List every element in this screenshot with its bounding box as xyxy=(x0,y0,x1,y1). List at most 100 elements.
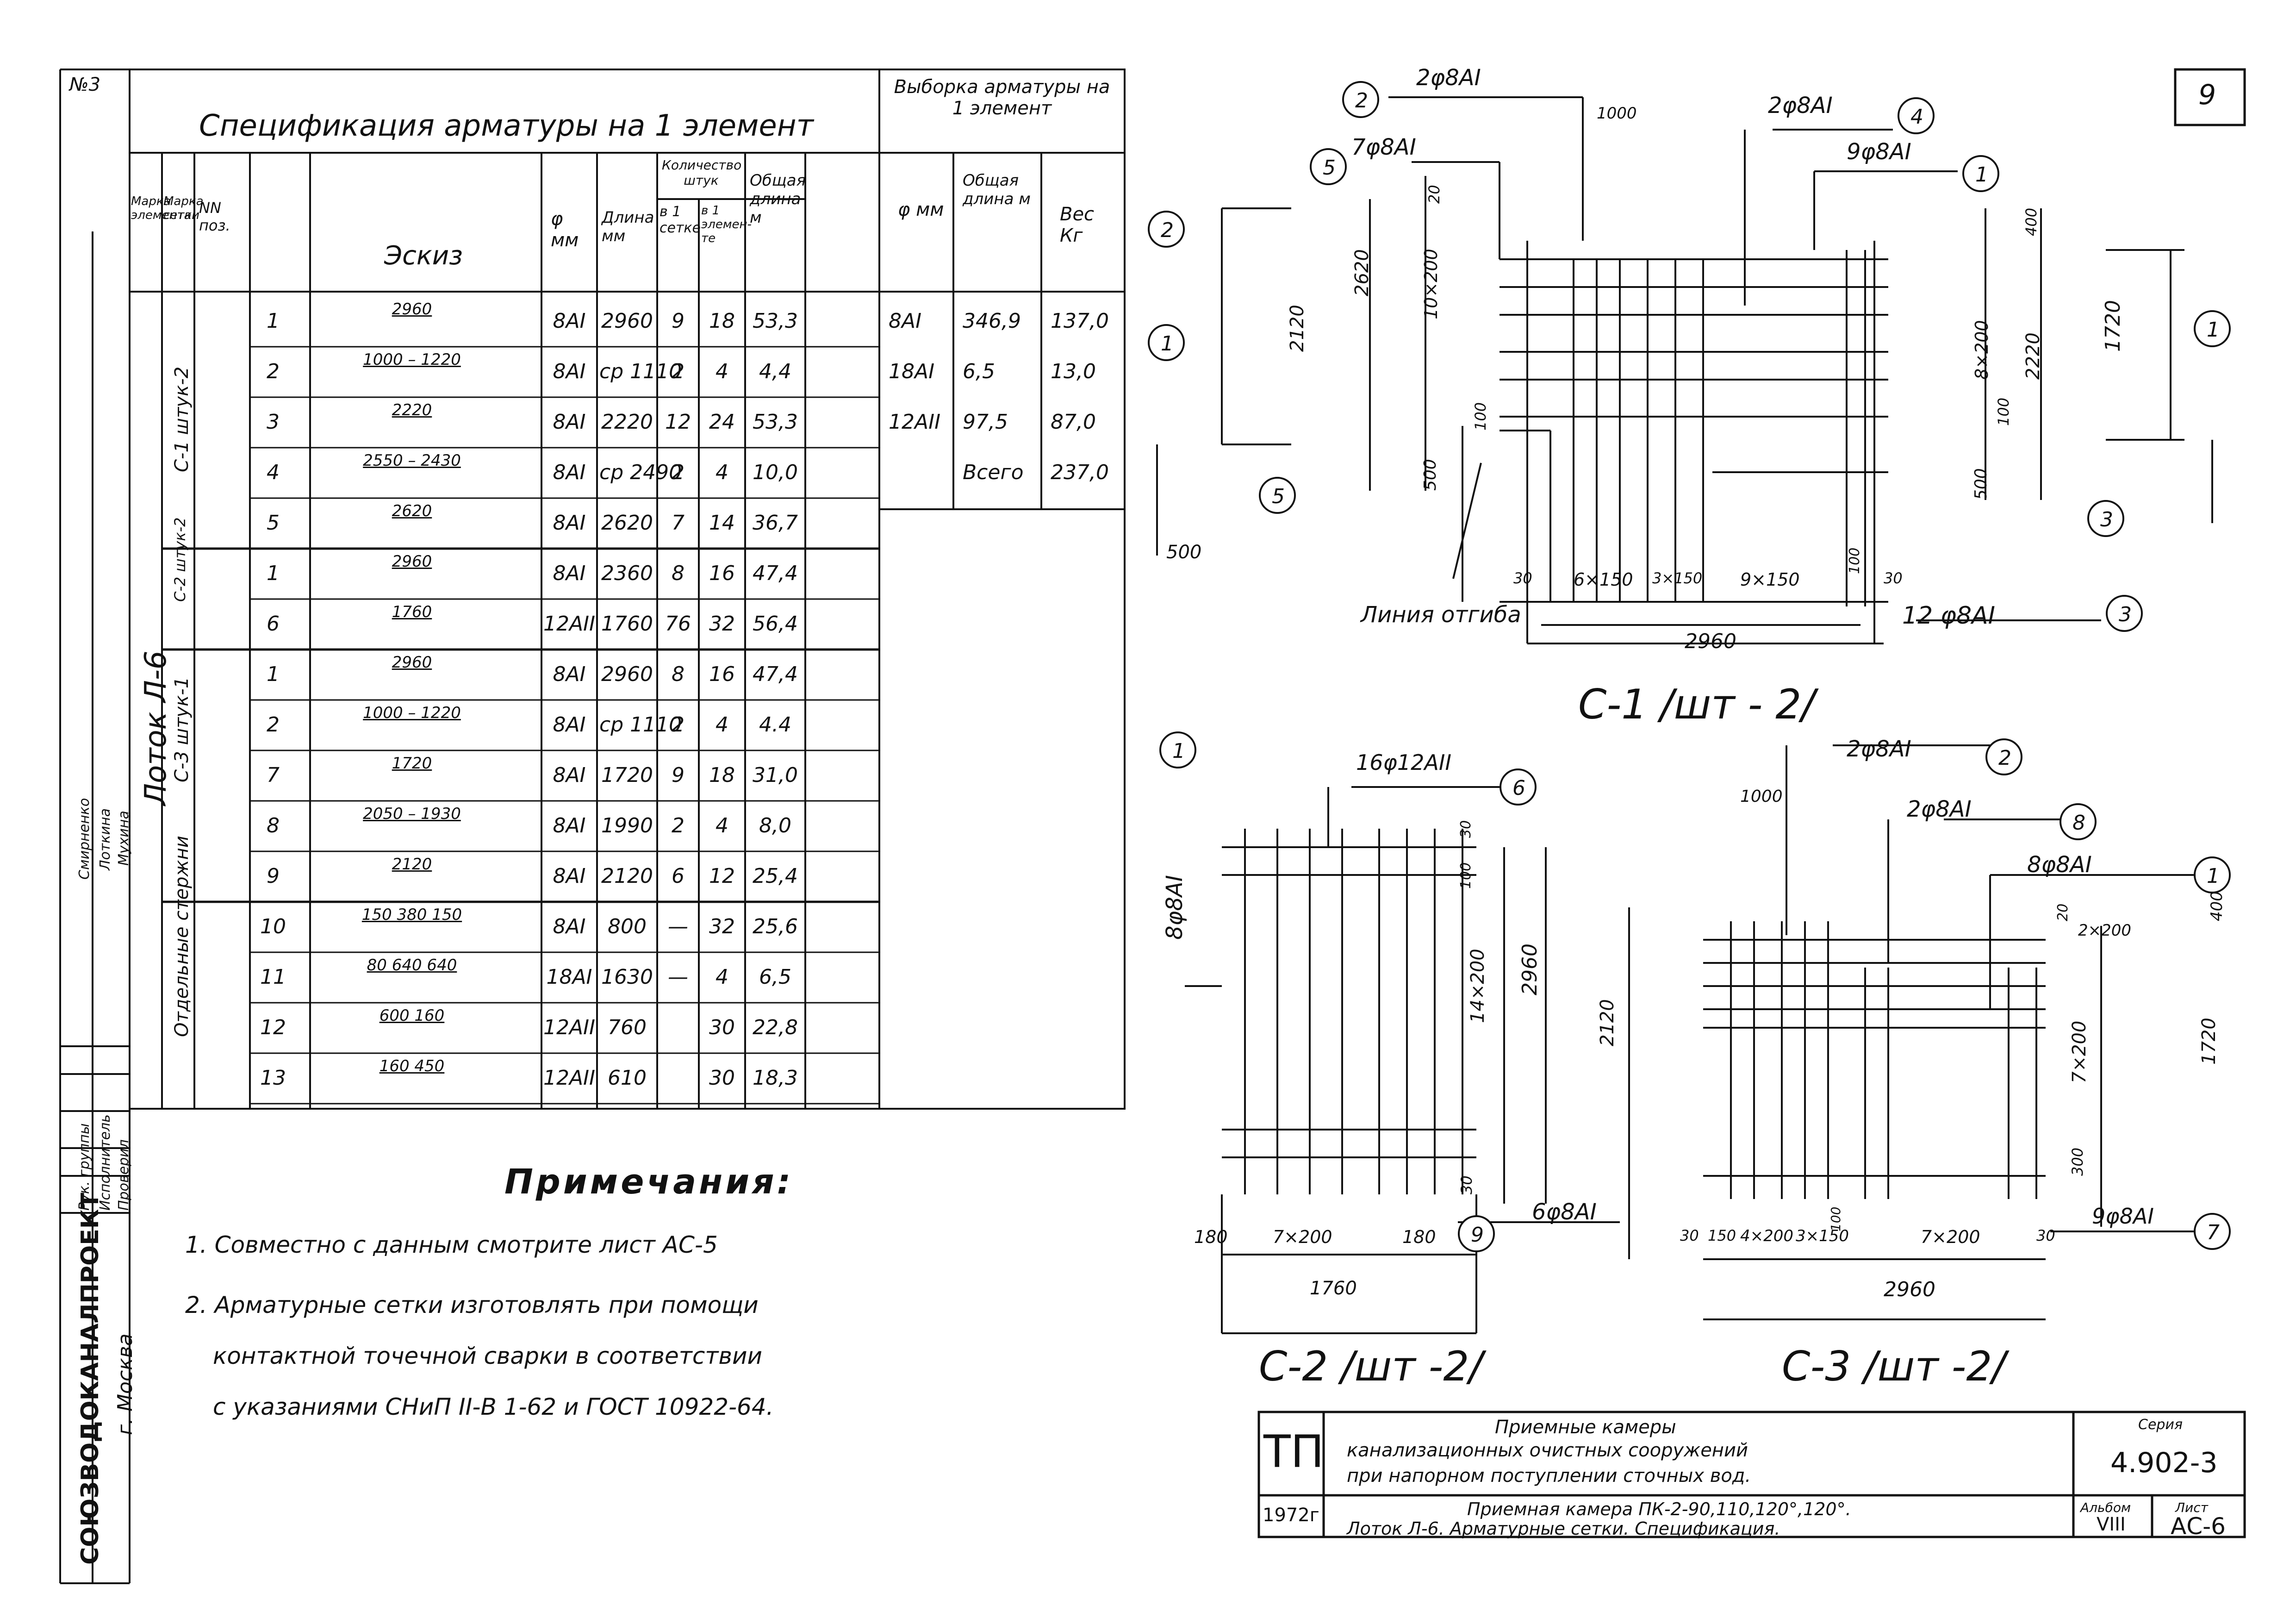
spec-cell-pos: 2 xyxy=(267,360,280,383)
selection-title: Выборка арматуры на 1 элемент xyxy=(894,76,1110,119)
stamp-album: VIII xyxy=(2097,1514,2126,1535)
selection-cell-len: Всего xyxy=(963,461,1024,484)
spec-cell-dia: 8АI xyxy=(553,864,586,888)
stamp-title-1: Приемные камеры xyxy=(1495,1417,1676,1438)
c1-dim-label: 500 xyxy=(1166,542,1202,563)
spec-cell-qty1: 7 xyxy=(672,511,684,535)
c1-dim-label: Линия отгиба xyxy=(1361,602,1521,628)
spec-cell-len: 1720 xyxy=(601,763,653,787)
c3-dim-label: 9φ8АI xyxy=(2092,1204,2154,1229)
spec-cell-total: 47,4 xyxy=(753,562,798,585)
spec-cell-len: 1630 xyxy=(601,965,653,989)
c1-dim-label: 100 xyxy=(1472,402,1489,431)
c1-dim-label: 400 xyxy=(2022,207,2040,236)
spec-cell-sketch: 2960 xyxy=(392,300,432,319)
spec-cell-dia: 8АI xyxy=(553,763,586,787)
spec-cell-qty2: 4 xyxy=(716,713,728,737)
c1-dim-label: 3×150 xyxy=(1652,569,1703,587)
spec-cell-sketch: 2050 – 1930 xyxy=(363,805,461,823)
spec-cell-qty2: 4 xyxy=(716,965,728,989)
org-city: г. Москва xyxy=(113,1333,137,1435)
c1-dim-label: 6×150 xyxy=(1574,569,1633,590)
spec-cell-sketch: 600 160 xyxy=(379,1006,445,1025)
spec-cell-total: 56,4 xyxy=(753,612,798,636)
spec-cell-qty2: 4 xyxy=(716,360,728,383)
c1-dim-label: 8×200 xyxy=(1972,320,1992,380)
spec-cell-qty1: 2 xyxy=(672,360,684,383)
hdr-dia: φ мм xyxy=(551,208,579,251)
spec-cell-total: 18,3 xyxy=(753,1066,798,1090)
spec-cell-dia: 8АI xyxy=(553,713,586,737)
spec-cell-qty1: 6 xyxy=(672,864,684,888)
spec-cell-total: 6,5 xyxy=(759,965,791,989)
c1-dim-label: 1000 xyxy=(1597,104,1637,123)
spec-cell-sketch: 1000 – 1220 xyxy=(363,350,461,369)
c1-dim-label: 2620 xyxy=(1351,249,1373,296)
c2-dim-label: 14×200 xyxy=(1467,949,1488,1023)
spec-cell-total: 31,0 xyxy=(753,763,798,787)
spec-cell-qty2: 14 xyxy=(709,511,735,535)
selection-cell-weight: 137,0 xyxy=(1051,309,1109,333)
hdr-pos: NN поз. xyxy=(199,199,230,234)
group-c2: С-2 штук-2 xyxy=(171,517,189,602)
c3-dim-label: 30 xyxy=(2036,1227,2055,1244)
hdr-element-mark: Марка элемента xyxy=(131,194,192,222)
spec-cell-total: 10,0 xyxy=(753,461,798,484)
selection-cell-len: 97,5 xyxy=(963,410,1008,434)
spec-cell-pos: 6 xyxy=(267,612,280,636)
c1-title: С-1 /шт - 2/ xyxy=(1578,681,1815,728)
role-exec: Исполнитель xyxy=(97,1114,113,1211)
spec-cell-pos: 10 xyxy=(260,915,286,938)
c1-dim-label: 2φ8АI xyxy=(1416,65,1481,91)
callout-number: 2 xyxy=(1998,746,2011,770)
spec-cell-pos: 4 xyxy=(267,461,280,484)
spec-cell-qty1: 2 xyxy=(672,461,684,484)
spec-cell-pos: 5 xyxy=(267,511,280,535)
org-name: СОЮЗВОДОКАНАЛПРОЕКТ xyxy=(76,1193,104,1565)
selection-cell-len: 346,9 xyxy=(963,309,1021,333)
spec-cell-dia: 8АI xyxy=(553,511,586,535)
spec-cell-len: 1990 xyxy=(601,814,653,837)
selection-cell-weight: 237,0 xyxy=(1051,461,1109,484)
c1-dim-label: 30 xyxy=(1884,569,1903,587)
c1-dim-label: 500 xyxy=(1972,468,1991,500)
spec-cell-len: ср 1110 xyxy=(599,360,682,383)
stamp-sheet-label: Лист xyxy=(2175,1500,2208,1515)
spec-cell-qty1: — xyxy=(668,915,688,938)
spec-cell-total: 4.4 xyxy=(759,713,791,737)
name-check: Мухина xyxy=(116,811,132,866)
spec-cell-dia: 18АI xyxy=(546,965,592,989)
spec-cell-dia: 12АII xyxy=(543,1066,596,1090)
callout-number: 3 xyxy=(2100,508,2113,531)
spec-cell-len: 800 xyxy=(608,915,647,938)
spec-cell-sketch: 1720 xyxy=(392,754,432,773)
c3-dim-label: 30 xyxy=(1680,1227,1699,1244)
spec-cell-qty2: 30 xyxy=(709,1016,735,1039)
c1-dim-label: 20 xyxy=(1425,185,1443,204)
c1-dim-label: 500 xyxy=(1421,459,1440,491)
role-lead: Рук. группы xyxy=(76,1123,93,1211)
stamp-series-label: Серия xyxy=(2138,1417,2183,1433)
spec-cell-pos: 1 xyxy=(267,662,280,686)
spec-cell-total: 22,8 xyxy=(753,1016,798,1039)
stamp-sheet: АС-6 xyxy=(2171,1513,2226,1540)
callout-number: 5 xyxy=(1323,156,1336,180)
group-c1: С-1 штук-2 xyxy=(171,366,193,472)
spec-cell-sketch: 2960 xyxy=(392,552,432,571)
spec-cell-sketch: 2550 – 2430 xyxy=(363,451,461,470)
selection-cell-weight: 87,0 xyxy=(1051,410,1096,434)
c2-dim-label: 7×200 xyxy=(1273,1227,1332,1247)
spec-cell-sketch: 160 450 xyxy=(379,1057,445,1075)
spec-title: Спецификация арматуры на 1 элемент xyxy=(199,109,814,143)
c3-dim-label: 3×150 xyxy=(1796,1227,1849,1245)
spec-cell-sketch: 2120 xyxy=(392,855,432,874)
stamp-title-5: Лоток Л-6. Арматурные сетки. Спецификаци… xyxy=(1347,1518,1780,1539)
spec-cell-sketch: 2220 xyxy=(392,401,432,419)
spec-cell-total: 4,4 xyxy=(759,360,791,383)
name-exec: Лоткина xyxy=(97,808,113,870)
callout-number: 2 xyxy=(1161,219,1174,242)
c1-dim-label: 100 xyxy=(1995,397,2012,426)
spec-cell-qty1: 2 xyxy=(672,814,684,837)
callout-number: 1 xyxy=(1172,739,1185,763)
